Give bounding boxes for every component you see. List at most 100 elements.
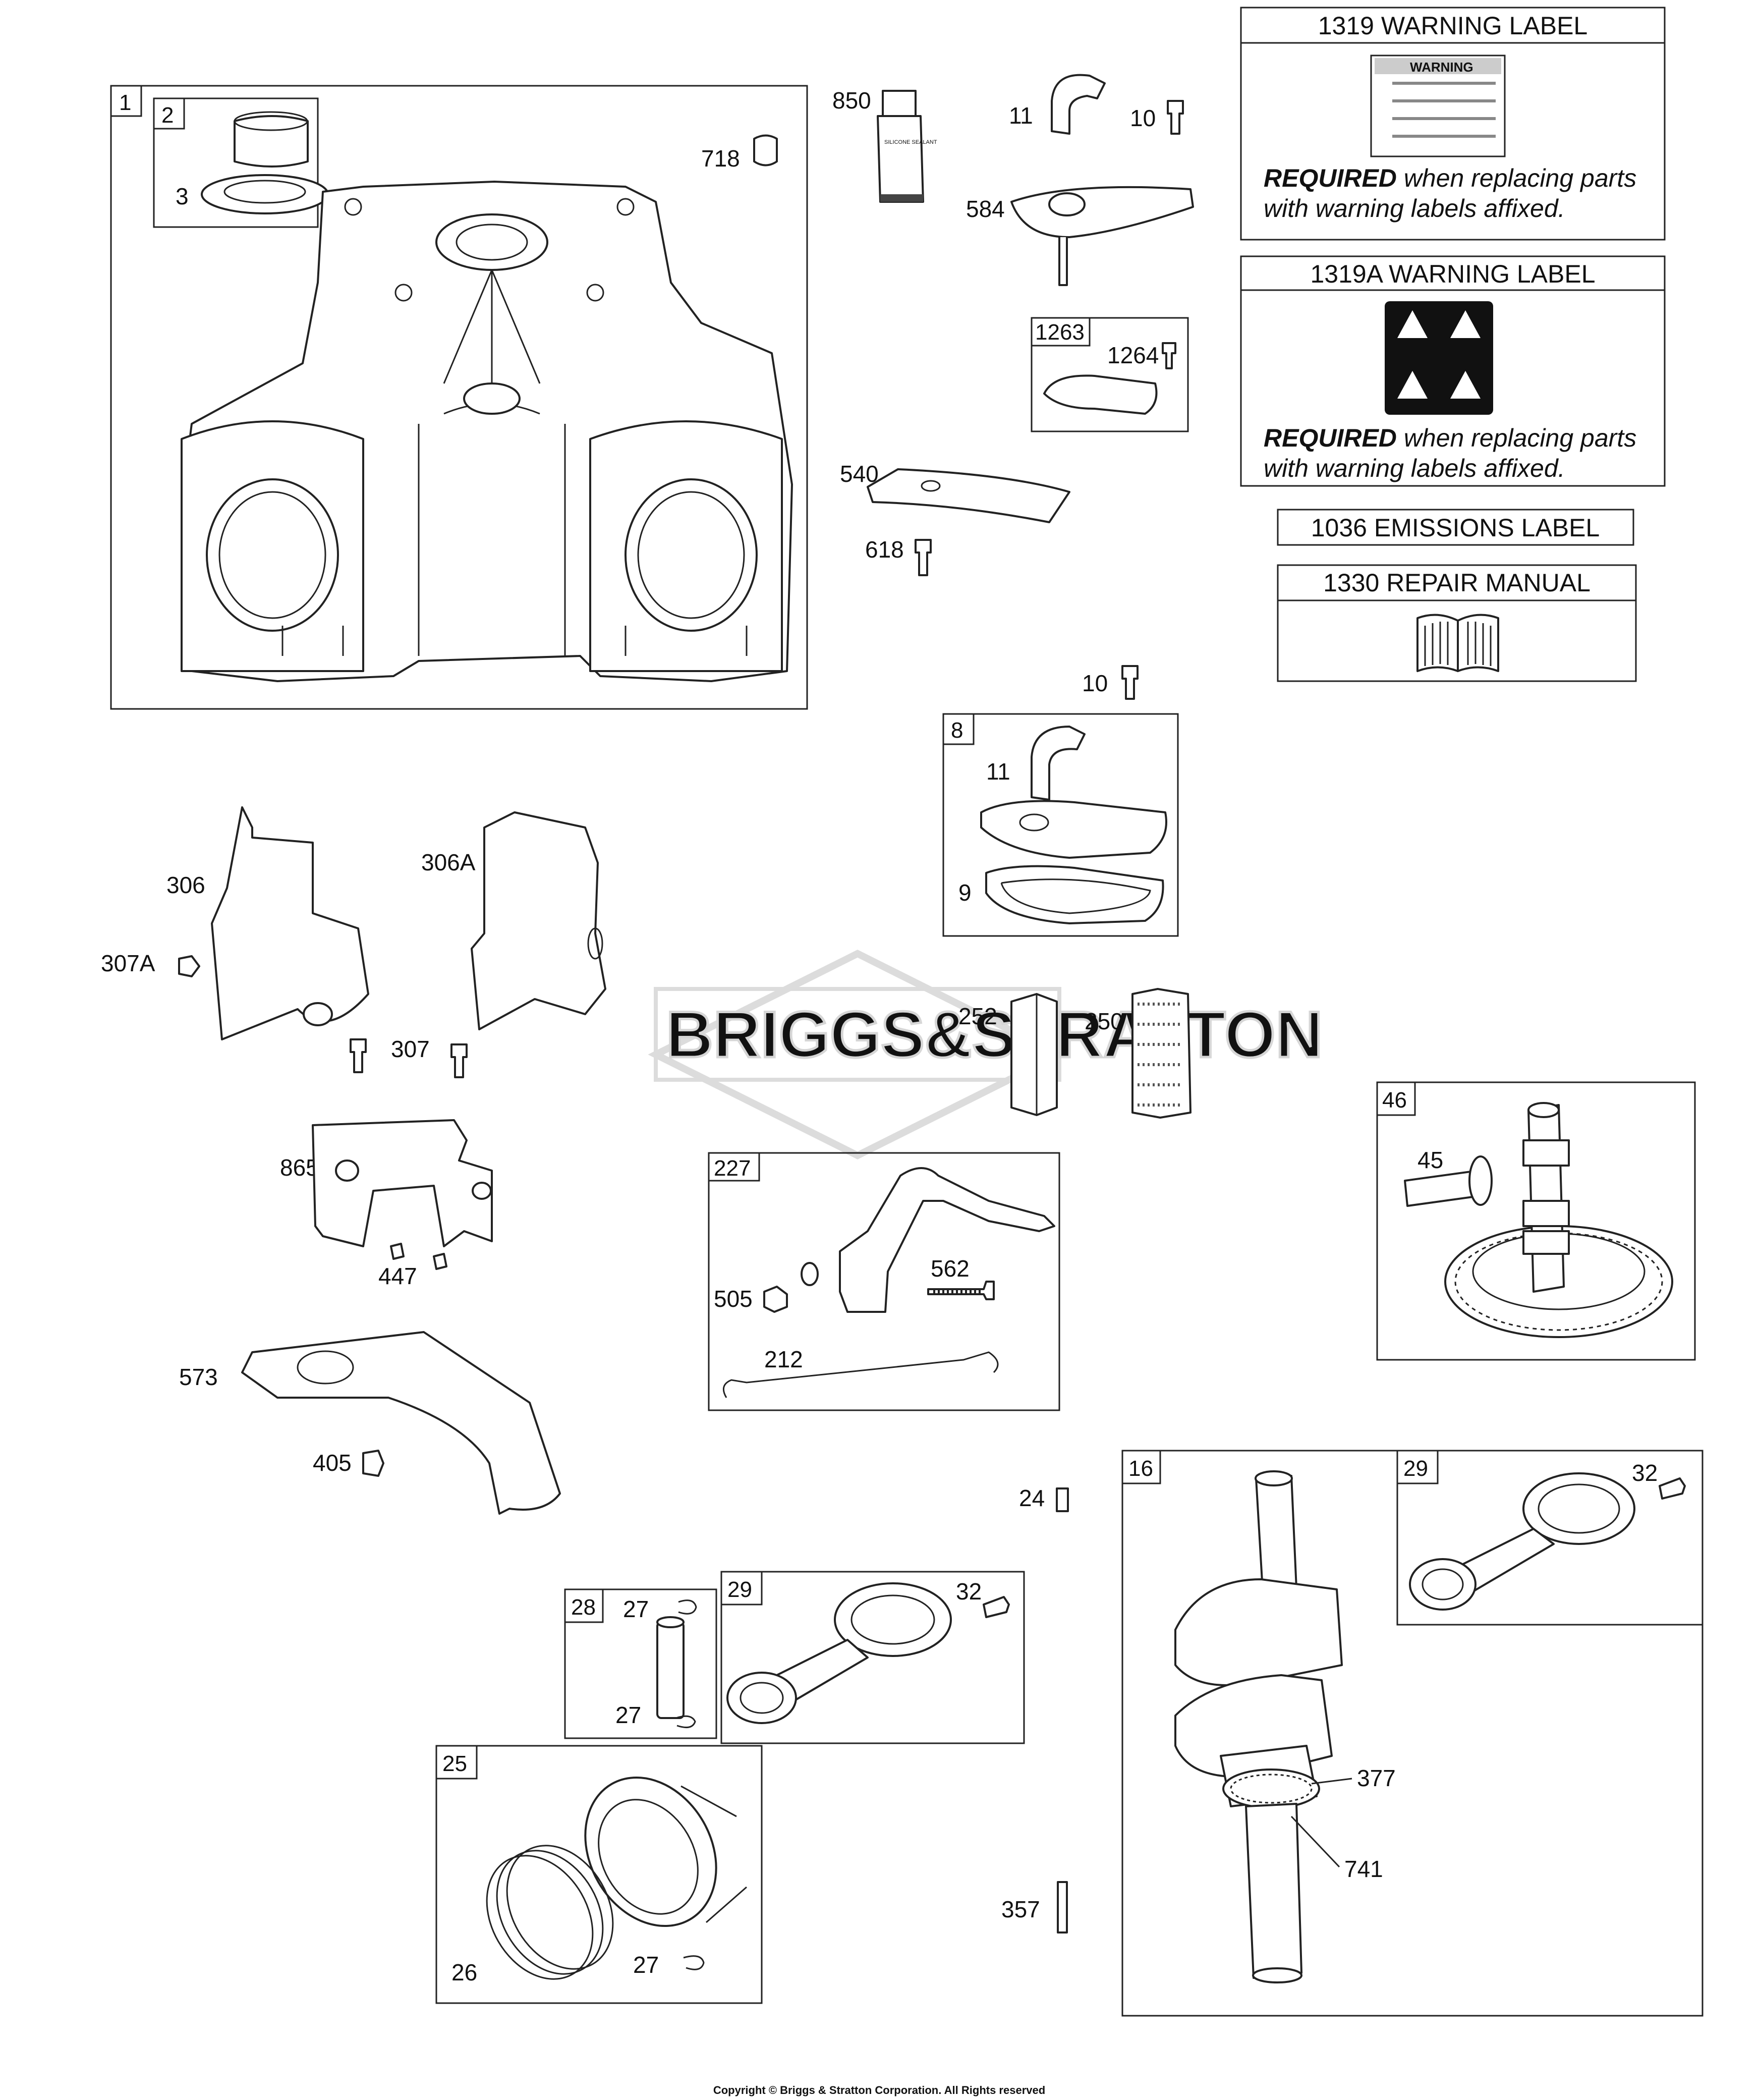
callout-9[interactable]: 9 [958, 879, 972, 906]
emissions-label-text[interactable]: 1036 EMISSIONS LABEL [1311, 514, 1600, 542]
box-227-frame [708, 1152, 1060, 1411]
screw-icon [1121, 665, 1139, 700]
piston-pin-icon [656, 1621, 685, 1719]
callout-29-left[interactable]: 29 [727, 1577, 752, 1602]
cylinder-shroud-icon [211, 806, 369, 1040]
callout-741[interactable]: 741 [1344, 1856, 1383, 1882]
callout-27-piston[interactable]: 27 [633, 1952, 659, 1978]
callout-306[interactable]: 306 [166, 872, 205, 898]
connecting-rod-icon [726, 1582, 952, 1724]
callout-377[interactable]: 377 [1357, 1765, 1396, 1791]
callout-306A[interactable]: 306A [421, 849, 476, 875]
callout-250[interactable]: 250 [1085, 1008, 1123, 1034]
callout-540[interactable]: 540 [840, 461, 879, 487]
callout-27-bottom[interactable]: 27 [615, 1702, 641, 1728]
callout-25[interactable]: 25 [442, 1751, 467, 1776]
callout-718[interactable]: 718 [701, 145, 740, 172]
callout-11-box8[interactable]: 11 [986, 758, 1010, 785]
nut-icon [763, 1286, 788, 1313]
breather-tube-icon [1051, 74, 1106, 135]
breather-tube-icon [1031, 726, 1086, 801]
cylinder-shroud-icon [312, 1119, 493, 1247]
callout-405[interactable]: 405 [313, 1450, 352, 1476]
callout-46[interactable]: 46 [1382, 1088, 1407, 1113]
filter-block-icon [1010, 993, 1058, 1116]
callout-32-left[interactable]: 32 [956, 1578, 982, 1605]
screw-icon [390, 1243, 405, 1260]
brand-watermark: BRIGGS&STRATTON [648, 950, 1324, 1159]
box-29-right-frame [1396, 1450, 1704, 1626]
retainer-ring-icon [678, 1599, 697, 1615]
governor-spring-icon [722, 1351, 999, 1398]
callout-1264[interactable]: 1264 [1107, 342, 1159, 368]
label-1319-title[interactable]: 1319 WARNING LABEL [1318, 12, 1587, 40]
callout-618[interactable]: 618 [865, 536, 904, 563]
callout-3[interactable]: 3 [176, 183, 189, 209]
svg-text:REQUIRED when replacing parts: REQUIRED when replacing parts [1264, 424, 1636, 452]
callout-28[interactable]: 28 [571, 1595, 596, 1620]
sealant-label-text: SILICONE SEALANT [884, 139, 937, 145]
box-2-frame [153, 97, 319, 228]
required-bold-2: REQUIRED [1264, 424, 1397, 452]
callout-8[interactable]: 8 [951, 718, 963, 743]
gasket-icon [985, 865, 1164, 924]
callout-227[interactable]: 227 [714, 1156, 751, 1181]
piston-icon [584, 1776, 747, 1927]
callout-447[interactable]: 447 [378, 1263, 417, 1289]
callout-10-top[interactable]: 10 [1130, 105, 1156, 131]
emissions-label-1036: 1036 EMISSIONS LABEL [1277, 509, 1634, 546]
repair-manual-text[interactable]: 1330 REPAIR MANUAL [1323, 569, 1591, 597]
required-line2-1: with warning labels affixed. [1264, 194, 1565, 223]
callout-11-top[interactable]: 11 [1009, 102, 1033, 129]
callout-307[interactable]: 307 [391, 1036, 430, 1062]
callout-1[interactable]: 1 [119, 90, 131, 115]
box-46-frame [1376, 1081, 1696, 1361]
required-rest-2: when replacing parts [1397, 424, 1636, 452]
cylinder-shroud-icon [471, 811, 606, 1030]
dowel-icon [753, 134, 778, 167]
screw-icon [450, 1043, 468, 1078]
screw-icon [915, 539, 932, 576]
callout-26[interactable]: 26 [451, 1959, 477, 1985]
callout-212[interactable]: 212 [764, 1346, 803, 1372]
bolt-icon [1659, 1477, 1686, 1500]
callout-24[interactable]: 24 [1019, 1485, 1045, 1511]
callout-27-top[interactable]: 27 [623, 1596, 649, 1622]
governor-bracket-icon [839, 1167, 1055, 1313]
callout-2[interactable]: 2 [161, 103, 174, 128]
callout-307A[interactable]: 307A [101, 950, 155, 976]
callout-573[interactable]: 573 [179, 1364, 218, 1390]
box-28-frame [564, 1588, 717, 1739]
box-8-frame [942, 713, 1179, 937]
required-line2-2: with warning labels affixed. [1264, 454, 1565, 482]
callout-865[interactable]: 865 [280, 1154, 319, 1181]
callout-850[interactable]: 850 [832, 87, 871, 114]
bolt-icon [983, 1596, 1010, 1618]
callout-16[interactable]: 16 [1128, 1456, 1153, 1481]
connecting-rod-icon [1409, 1472, 1635, 1611]
callout-10-mid[interactable]: 10 [1082, 670, 1108, 696]
piston-rings-icon [486, 1845, 614, 1980]
washer-icon [801, 1262, 819, 1286]
callout-505[interactable]: 505 [714, 1286, 753, 1312]
callout-1263[interactable]: 1263 [1035, 320, 1085, 345]
repair-manual-1330: 1330 REPAIR MANUAL [1277, 564, 1637, 682]
callout-562[interactable]: 562 [931, 1255, 970, 1282]
bushing-icon [234, 115, 309, 168]
callout-584[interactable]: 584 [966, 196, 1005, 222]
breather-cover-icon [1010, 186, 1194, 286]
retainer-ring-icon [675, 1715, 696, 1729]
filter-screen-icon [1131, 988, 1191, 1119]
label-1319A-title[interactable]: 1319A WARNING LABEL [1310, 260, 1595, 288]
box-1263-frame [1031, 317, 1189, 432]
screw-icon [1162, 342, 1176, 369]
screw-icon [350, 1038, 367, 1073]
callout-32-right[interactable]: 32 [1632, 1460, 1658, 1486]
box-1-frame [110, 85, 808, 710]
baffle-plate-icon [867, 468, 1070, 523]
callout-357[interactable]: 357 [1001, 1896, 1040, 1922]
callout-45[interactable]: 45 [1417, 1147, 1443, 1173]
callout-29-right[interactable]: 29 [1403, 1456, 1428, 1481]
callout-252[interactable]: 252 [958, 1003, 997, 1029]
